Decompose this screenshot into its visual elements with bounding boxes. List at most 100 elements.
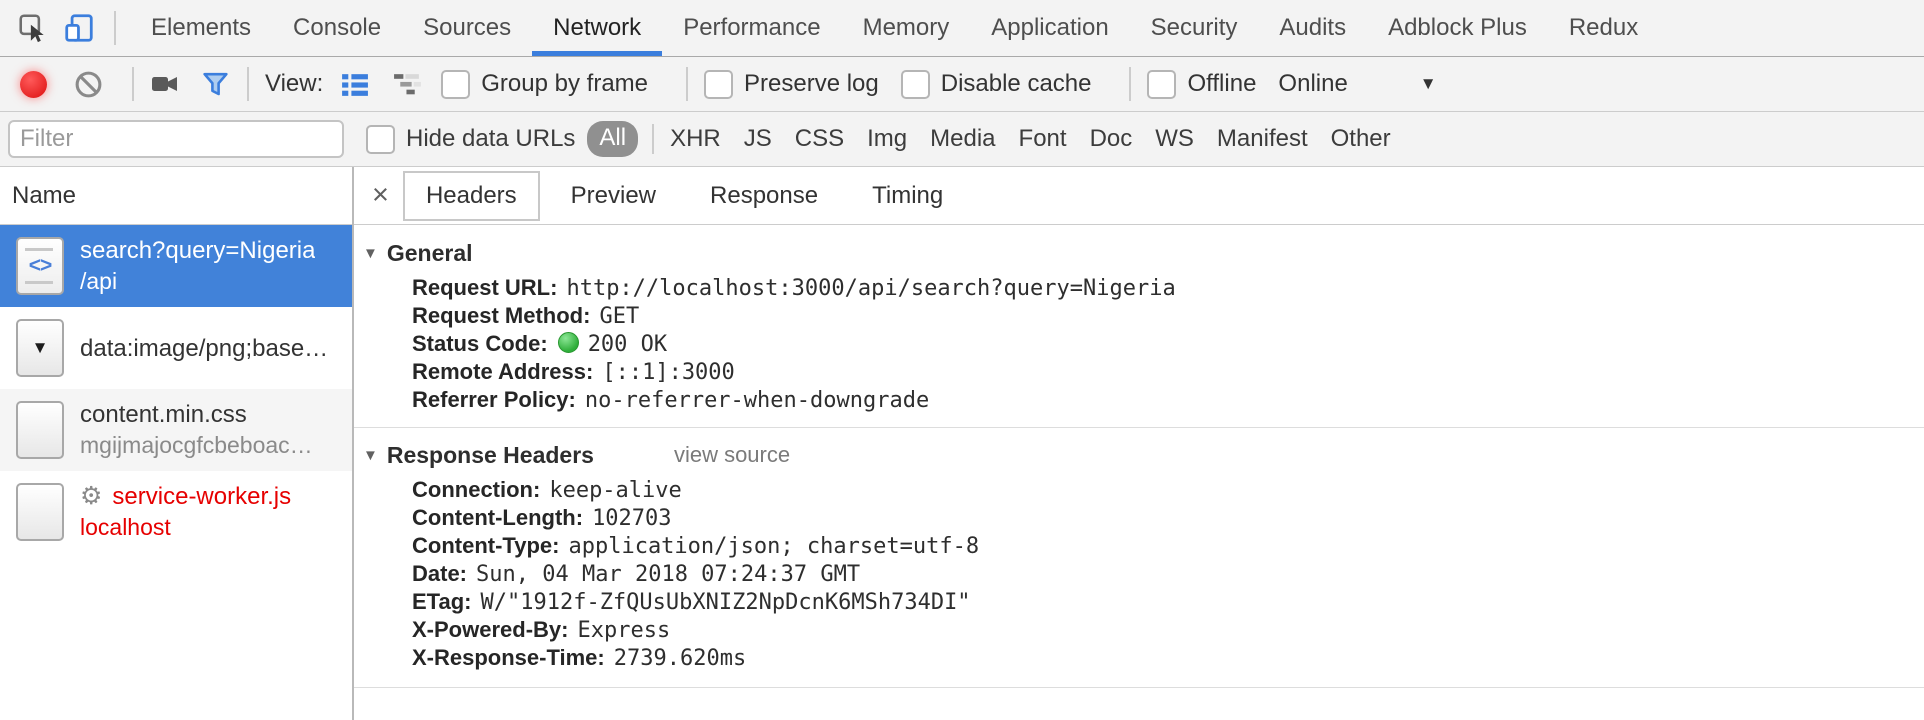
tab-redux[interactable]: Redux [1568, 14, 1639, 41]
detail-tab-timing[interactable]: Timing [872, 181, 944, 209]
toolbar-divider [1129, 67, 1132, 101]
file-icon [16, 483, 64, 541]
header-row: Connection:keep-alive [354, 476, 1924, 504]
disable-cache-label[interactable]: Disable cache [940, 70, 1092, 97]
header-key: Date: [412, 561, 468, 586]
filter-funnel-icon[interactable] [200, 69, 231, 100]
tab-audits[interactable]: Audits [1279, 14, 1347, 41]
preserve-log-label[interactable]: Preserve log [744, 70, 879, 97]
tab-adblock-plus[interactable]: Adblock Plus [1388, 14, 1527, 41]
file-icon [16, 401, 64, 459]
offline-label[interactable]: Offline [1187, 70, 1257, 97]
header-row-status: Status Code:200 OK [354, 330, 1924, 358]
record-icon[interactable] [20, 70, 47, 98]
header-value: Sun, 04 Mar 2018 07:24:37 GMT [476, 562, 861, 587]
tab-security[interactable]: Security [1150, 14, 1238, 41]
hide-data-urls-label[interactable]: Hide data URLs [406, 125, 576, 152]
detail-tab-response[interactable]: Response [710, 181, 819, 209]
request-row-css[interactable]: content.min.css mgijmajocgfcbeboac… [0, 389, 352, 471]
header-key: X-Response-Time: [412, 645, 605, 670]
capture-screenshots-icon[interactable] [150, 69, 180, 99]
filter-type-css[interactable]: CSS [794, 125, 845, 152]
header-row: Content-Length:102703 [354, 504, 1924, 532]
header-key: ETag: [412, 589, 472, 614]
header-row: Request URL:http://localhost:3000/api/se… [354, 274, 1924, 302]
tab-sources[interactable]: Sources [423, 14, 512, 41]
tab-elements[interactable]: Elements [151, 14, 252, 41]
request-row-data-uri[interactable]: ▼ data:image/png;base… [0, 307, 352, 389]
show-overview-icon[interactable] [392, 69, 423, 100]
toolbar-divider [132, 67, 134, 101]
header-value: W/"1912f-ZfQUsUbXNIZ2NpDcnK6MSh734DI" [480, 590, 971, 615]
header-row: X-Response-Time:2739.620ms [354, 644, 1924, 672]
tab-console[interactable]: Console [293, 14, 382, 41]
filter-type-all[interactable]: All [587, 121, 639, 157]
network-toolbar: View: Group by frame Preserve log Disabl… [0, 57, 1924, 112]
data-uri-expand-icon[interactable]: ▼ [16, 319, 64, 377]
collapse-triangle-icon: ▼ [363, 446, 378, 464]
filter-type-manifest[interactable]: Manifest [1216, 125, 1308, 152]
device-toolbar-icon[interactable] [62, 11, 96, 45]
filter-type-js[interactable]: JS [743, 125, 772, 152]
headers-pane: ▼ General Request URL:http://localhost:3… [354, 225, 1924, 699]
filter-type-ws[interactable]: WS [1155, 125, 1194, 152]
group-by-frame-label[interactable]: Group by frame [481, 70, 648, 97]
tabbar-divider [114, 11, 116, 45]
header-row: Request Method:GET [354, 302, 1924, 330]
close-icon[interactable]: × [372, 179, 389, 211]
view-label: View: [265, 70, 324, 97]
filter-type-xhr[interactable]: XHR [670, 125, 721, 152]
header-key: X-Powered-By: [412, 617, 569, 642]
general-section-header[interactable]: ▼ General [354, 237, 1924, 269]
service-worker-gear-icon: ⚙ [80, 482, 103, 510]
throttling-dropdown-caret-icon[interactable]: ▼ [1419, 74, 1437, 93]
detail-tab-preview[interactable]: Preview [570, 181, 657, 209]
inspect-element-icon[interactable] [16, 11, 50, 45]
offline-checkbox[interactable] [1147, 69, 1177, 99]
disable-cache-checkbox[interactable] [900, 69, 930, 99]
devtools-main-tabbar: Elements Console Sources Network Perform… [0, 0, 1924, 57]
toolbar-divider [686, 67, 688, 101]
tab-network[interactable]: Network [532, 0, 663, 56]
filter-type-other[interactable]: Other [1330, 125, 1391, 152]
response-headers-section-header[interactable]: ▼ Response Headers view source [354, 439, 1924, 471]
request-row-service-worker[interactable]: ⚙ service-worker.js localhost [0, 471, 352, 553]
throttling-value[interactable]: Online [1278, 70, 1348, 97]
filter-input[interactable] [8, 120, 344, 158]
request-name: data:image/png;base… [80, 334, 329, 362]
header-key: Content-Type: [412, 533, 560, 558]
request-row-search[interactable]: <> search?query=Nigeria /api [0, 225, 352, 307]
status-ok-dot-icon [557, 332, 579, 353]
tab-performance[interactable]: Performance [683, 14, 821, 41]
clear-icon[interactable] [73, 69, 104, 100]
view-source-link[interactable]: view source [673, 442, 791, 467]
request-name: service-worker.js [112, 483, 292, 510]
filter-type-img[interactable]: Img [867, 125, 908, 152]
toolbar-divider [247, 67, 249, 101]
large-request-rows-icon[interactable] [339, 69, 370, 100]
request-list-panel: Name <> search?query=Nigeria /api ▼ data… [0, 167, 354, 720]
header-row: Content-Type:application/json; charset=u… [354, 532, 1924, 560]
header-key: Remote Address: [412, 359, 594, 384]
tab-application[interactable]: Application [991, 14, 1109, 41]
tab-memory[interactable]: Memory [862, 14, 950, 41]
request-detail-panel: × Headers Preview Response Timing ▼ Gene… [354, 167, 1924, 720]
preserve-log-checkbox[interactable] [704, 69, 733, 99]
section-divider [354, 427, 1924, 428]
detail-tab-headers[interactable]: Headers [402, 170, 540, 221]
header-row: Remote Address:[::1]:3000 [354, 358, 1924, 386]
header-value: no-referrer-when-downgrade [584, 388, 930, 413]
filter-type-font[interactable]: Font [1018, 125, 1067, 152]
filter-type-media[interactable]: Media [930, 125, 996, 152]
header-row: ETag: W/"1912f-ZfQUsUbXNIZ2NpDcnK6MSh734D… [354, 588, 1924, 616]
name-column-header[interactable]: Name [0, 167, 352, 225]
section-title: General [386, 239, 473, 266]
tabbar-left-icons [0, 11, 130, 45]
detail-tabbar: × Headers Preview Response Timing [354, 167, 1924, 225]
hide-data-urls-checkbox[interactable] [366, 124, 395, 154]
section-divider [354, 687, 1924, 688]
group-by-frame-checkbox[interactable] [441, 69, 471, 99]
header-key: Status Code: [412, 331, 548, 356]
filter-type-doc[interactable]: Doc [1089, 125, 1133, 152]
header-row: Date: Sun, 04 Mar 2018 07:24:37 GMT [354, 560, 1924, 588]
